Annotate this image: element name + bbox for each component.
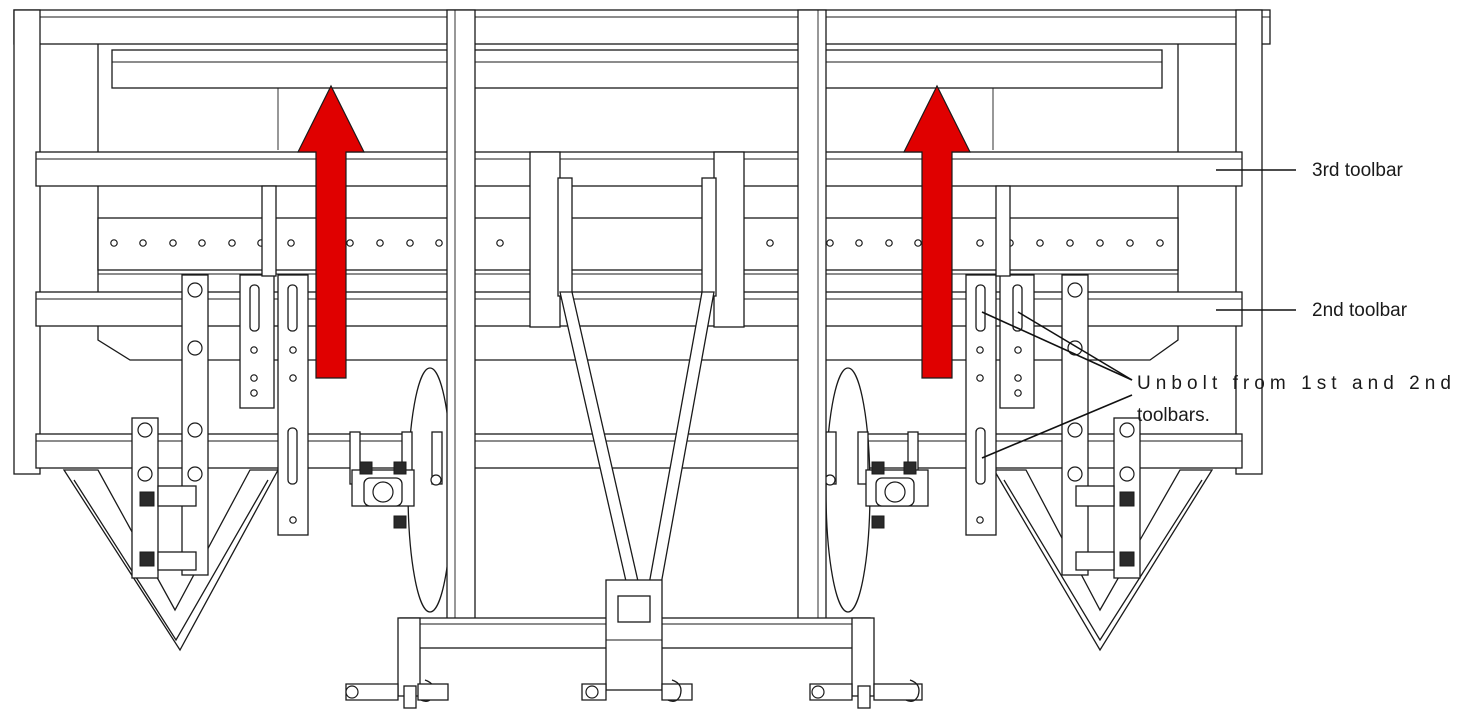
center-frame xyxy=(399,9,871,691)
third-toolbar-label: 3rd toolbar xyxy=(1312,160,1404,181)
left-shank-plates xyxy=(131,274,209,579)
hitch-pins xyxy=(345,679,923,702)
lower-link-arms xyxy=(397,617,875,709)
unbolt-instruction-line1: Unbolt from 1st and 2nd xyxy=(1137,373,1451,394)
right-clamp-plates xyxy=(965,185,1035,536)
second-toolbar-label: 2nd toolbar xyxy=(1312,300,1408,321)
hole-row xyxy=(110,239,1164,247)
left-disc xyxy=(349,367,453,613)
leader-lines xyxy=(981,169,1296,459)
third-toolbar-beam xyxy=(35,151,1243,187)
left-v-shank xyxy=(62,469,280,652)
unbolt-instruction-line2: toolbars. xyxy=(1137,405,1210,426)
left-clamp-plates xyxy=(239,185,309,536)
first-toolbar-beam xyxy=(35,433,1243,469)
red-up-arrow-right-icon xyxy=(903,84,971,379)
second-toolbar-beam xyxy=(35,291,1243,327)
right-disc xyxy=(824,367,929,613)
red-up-arrow-left-icon xyxy=(297,84,365,379)
right-v-shank xyxy=(992,469,1214,652)
right-shank-plates xyxy=(1061,274,1141,579)
